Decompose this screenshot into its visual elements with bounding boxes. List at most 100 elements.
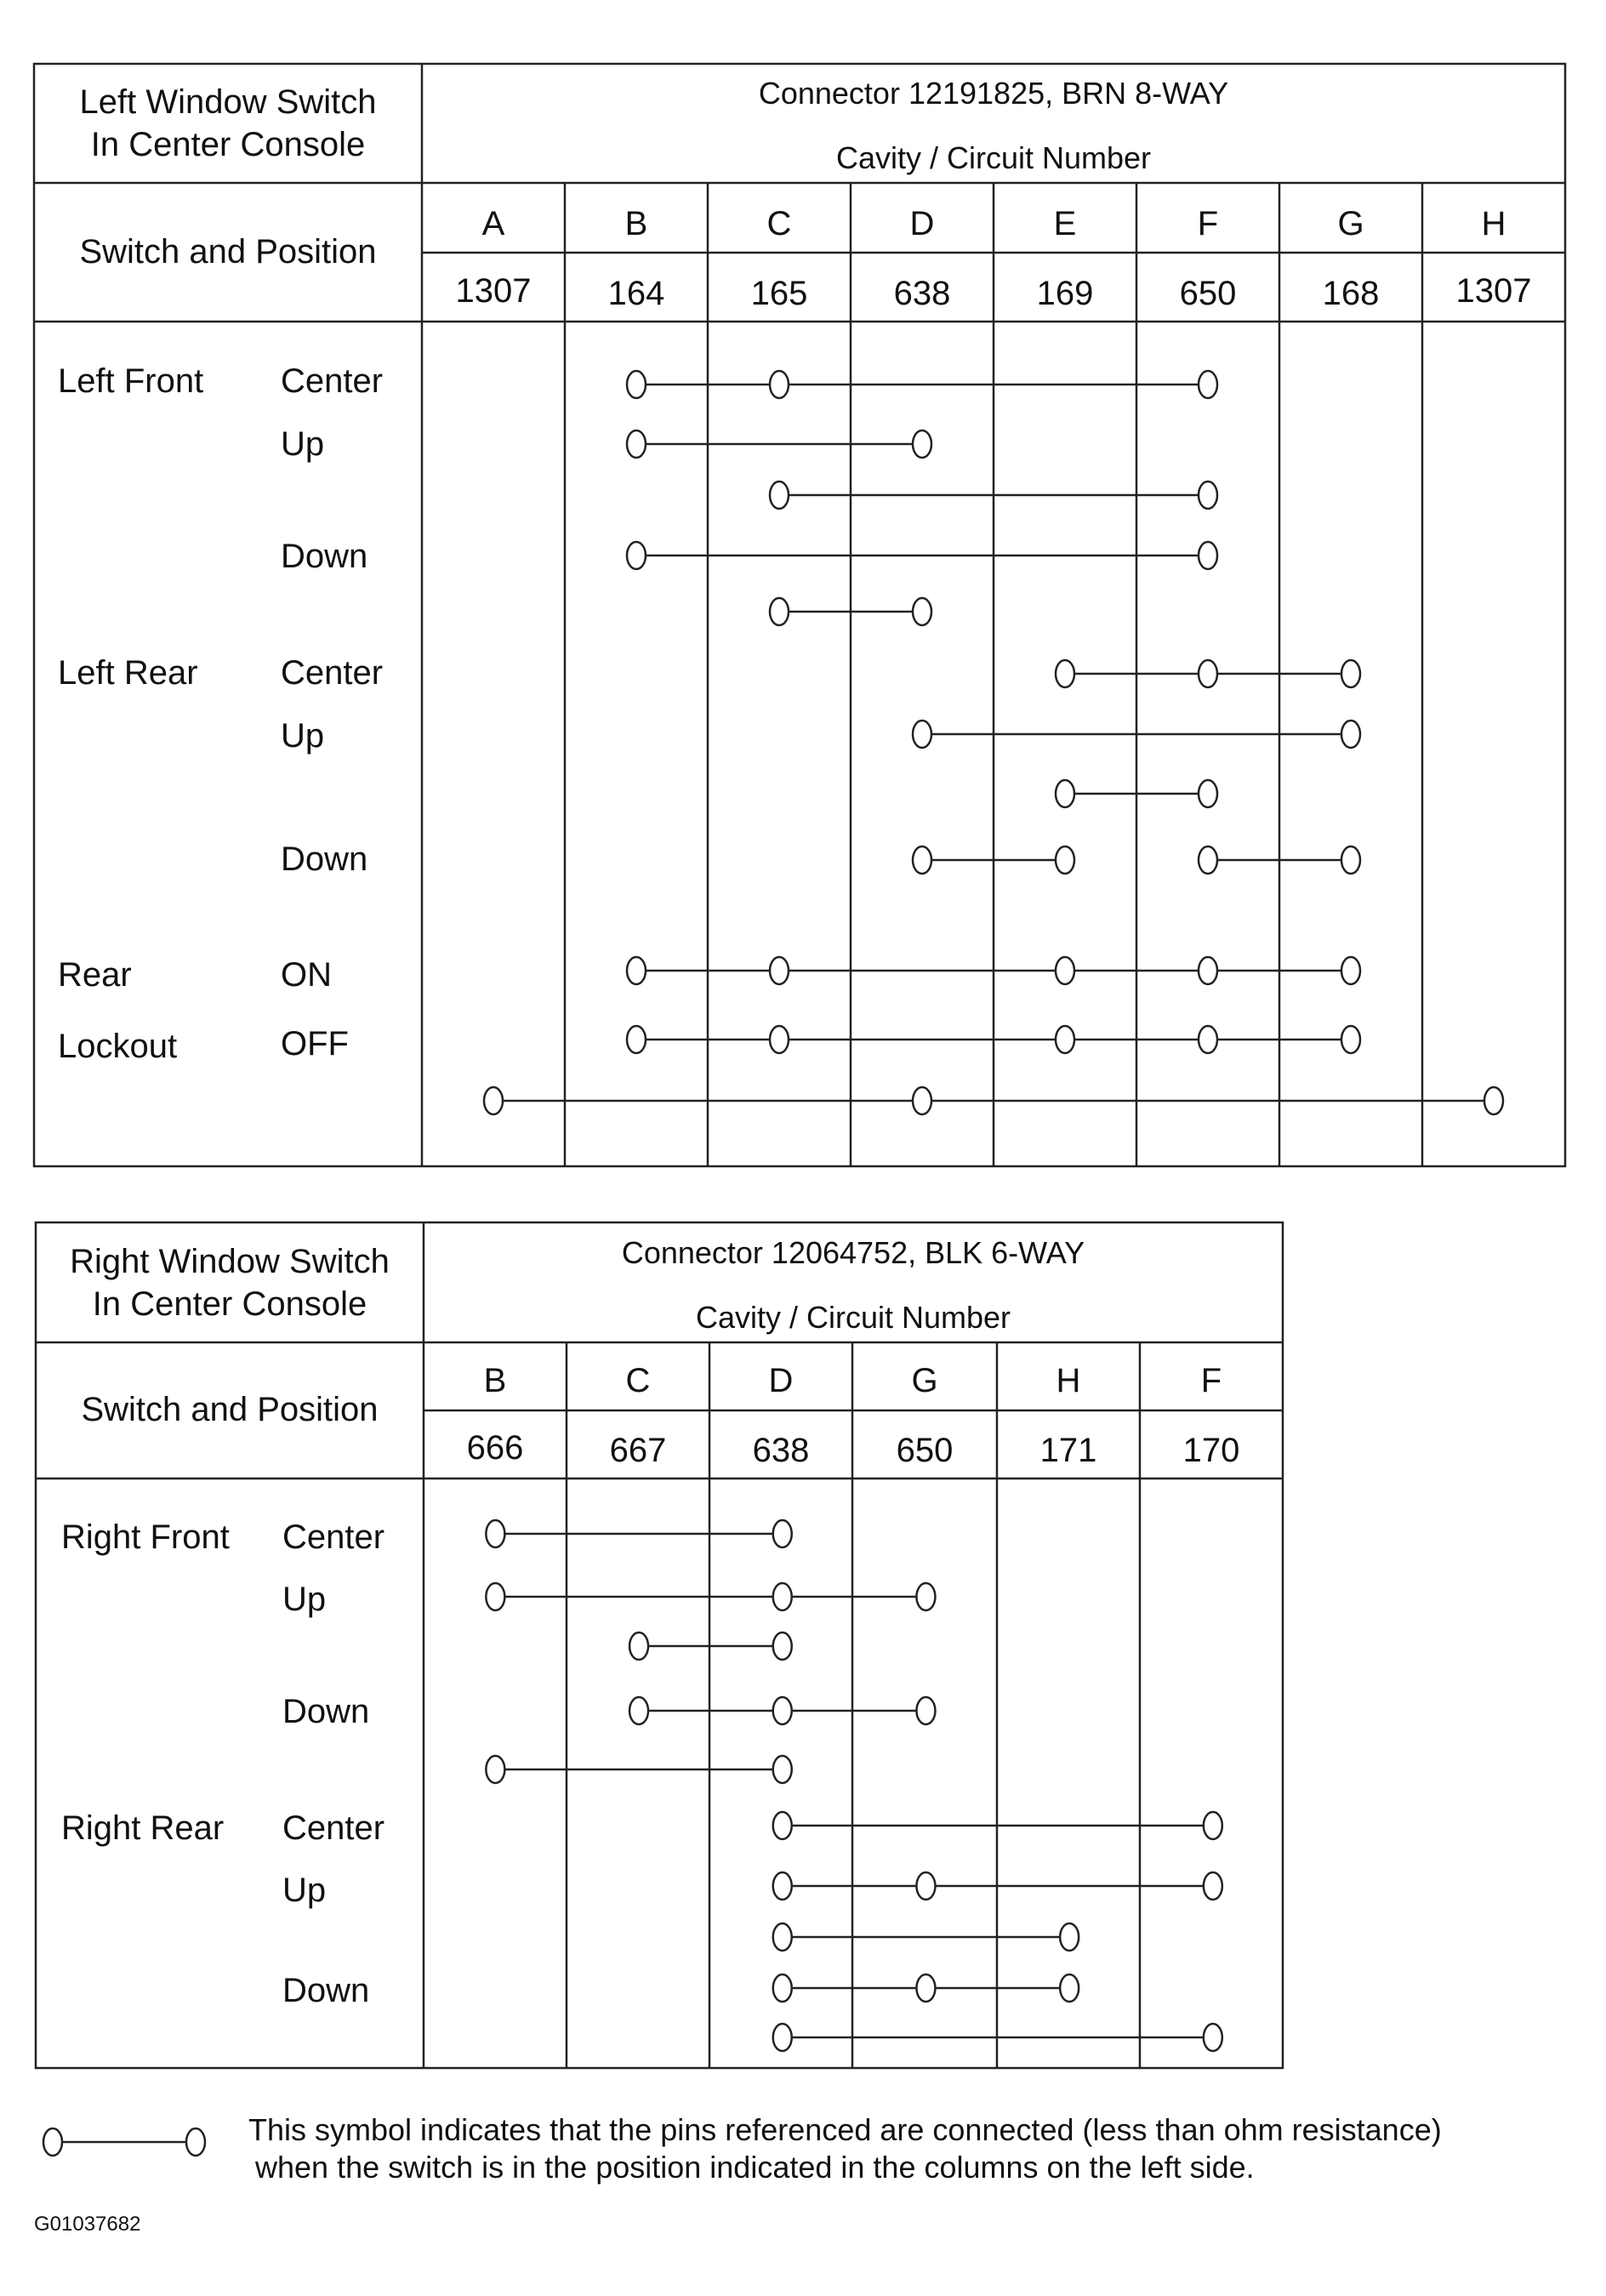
t1-circuit-a: 1307 [455, 272, 532, 310]
t1-circuit-c: 165 [750, 275, 808, 312]
t1-cavity-e: E [1053, 205, 1077, 242]
pin-terminal-h [1058, 1973, 1080, 2003]
right-switch-title-line-1: Right Window Switch [70, 1243, 390, 1280]
pin-terminal-c [768, 596, 790, 627]
pin-terminal-e [1054, 658, 1076, 689]
t2-pos-rr-up: Up [282, 1872, 327, 1909]
t2-pos-rr-down: Down [282, 1972, 370, 2009]
left-switch-position-header: Switch and Position [79, 233, 377, 271]
t1-circuit-h: 1307 [1455, 272, 1532, 310]
t1-cavity-f: F [1197, 205, 1219, 242]
t2-circuit-f: 170 [1182, 1432, 1240, 1469]
t2-pos-rf-center: Center [282, 1518, 385, 1556]
left-switch-connector: Connector 12191825, BRN 8-WAY [758, 76, 1229, 111]
pin-terminal-c [628, 1631, 650, 1661]
pin-terminal-f [1197, 480, 1219, 510]
t1-pos-lf-down: Down [281, 538, 368, 575]
t1-cavity-c: C [766, 205, 792, 242]
pin-terminal-f [1197, 778, 1219, 809]
pin-terminal-d [911, 429, 933, 459]
t1-cavity-b: B [624, 205, 648, 242]
t1-pos-rl-on: ON [281, 956, 332, 994]
t2-circuit-c: 667 [609, 1432, 667, 1469]
pin-terminal-b [625, 369, 647, 400]
t1-cavity-d: D [909, 205, 935, 242]
t2-switch-right-rear: Right Rear [61, 1809, 225, 1847]
pin-terminal-e [1054, 778, 1076, 809]
pin-terminal-g [915, 1581, 937, 1612]
pin-terminal-h [1483, 1085, 1505, 1116]
t2-cavity-h: H [1056, 1362, 1081, 1399]
t2-cavity-d: D [768, 1362, 794, 1399]
t1-pos-lr-up: Up [281, 717, 325, 755]
pin-terminal-c [768, 955, 790, 986]
pin-terminal-f [1197, 658, 1219, 689]
t1-switch-left-front: Left Front [58, 362, 204, 400]
pin-terminal-e [1054, 955, 1076, 986]
pin-terminal-c [768, 1024, 790, 1055]
pin-terminal-c [628, 1695, 650, 1726]
t1-cavity-g: G [1337, 205, 1364, 242]
t2-cavity-b: B [483, 1362, 507, 1399]
t2-cavity-g: G [911, 1362, 938, 1399]
t1-switch-lockout: Lockout [58, 1028, 178, 1065]
pin-terminal-e [1054, 845, 1076, 875]
pin-terminal-g [1340, 845, 1362, 875]
pin-terminal-b [485, 1518, 506, 1549]
pin-terminal-d [772, 1922, 793, 1952]
pin-terminal-c [768, 480, 790, 510]
pin-terminal-d [911, 845, 933, 875]
pin-terminal-g [1340, 1024, 1362, 1055]
pin-terminal-c [768, 369, 790, 400]
left-switch-cavity-label: Cavity / Circuit Number [835, 140, 1152, 175]
pin-terminal-b [485, 1581, 506, 1612]
right-switch-position-header: Switch and Position [81, 1391, 379, 1428]
pin-terminal-f [1197, 369, 1219, 400]
pin-terminal-f [1202, 2022, 1224, 2053]
t1-pos-rl-off: OFF [281, 1025, 349, 1063]
t2-circuit-h: 171 [1039, 1432, 1097, 1469]
pin-terminal-b [485, 1754, 506, 1785]
pin-terminal-d [772, 1518, 793, 1549]
t1-circuit-e: 169 [1036, 275, 1094, 312]
t1-circuit-g: 168 [1322, 275, 1380, 312]
left-switch-title-line-1: Left Window Switch [79, 83, 377, 121]
pin-terminal-d [772, 1973, 793, 2003]
pin-terminal-g [1340, 955, 1362, 986]
t2-pos-rf-down: Down [282, 1693, 370, 1730]
t2-circuit-b: 666 [466, 1429, 524, 1467]
pin-terminal-g [915, 1695, 937, 1726]
t1-switch-left-rear: Left Rear [58, 654, 198, 692]
pin-terminal-d [772, 1754, 793, 1785]
right-switch-title-line-2: In Center Console [92, 1285, 367, 1323]
pin-terminal-d [772, 1581, 793, 1612]
t1-pos-lf-center: Center [281, 362, 384, 400]
pin-terminal-f [1197, 955, 1219, 986]
t1-switch-rear: Rear [58, 956, 132, 994]
t1-pos-lr-center: Center [281, 654, 384, 692]
t2-cavity-c: C [625, 1362, 651, 1399]
legend-text-line-1: This symbol indicates that the pins refe… [248, 2112, 1442, 2147]
pin-terminal-d [772, 1810, 793, 1841]
t2-pos-rf-up: Up [282, 1581, 327, 1618]
t1-cavity-h: H [1481, 205, 1506, 242]
pin-terminal-d [911, 1085, 933, 1116]
pin-terminal-f [1197, 540, 1219, 571]
pin-terminal-g [915, 1973, 937, 2003]
t1-circuit-f: 650 [1179, 275, 1237, 312]
pin-terminal-g [915, 1871, 937, 1901]
pin-terminal-a [482, 1085, 504, 1116]
t1-circuit-b: 164 [607, 275, 665, 312]
pin-terminal-b [625, 429, 647, 459]
t2-circuit-d: 638 [752, 1432, 810, 1469]
t2-cavity-f: F [1200, 1362, 1222, 1399]
right-switch-cavity-label: Cavity / Circuit Number [695, 1300, 1011, 1335]
legend-text-line-2: when the switch is in the position indic… [255, 2150, 1255, 2185]
pin-terminal-d [772, 1871, 793, 1901]
pin-terminal-f [1202, 1810, 1224, 1841]
figure-id: G01037682 [34, 2213, 141, 2236]
pin-terminal-b [625, 1024, 647, 1055]
t1-pos-lr-down: Down [281, 840, 368, 878]
